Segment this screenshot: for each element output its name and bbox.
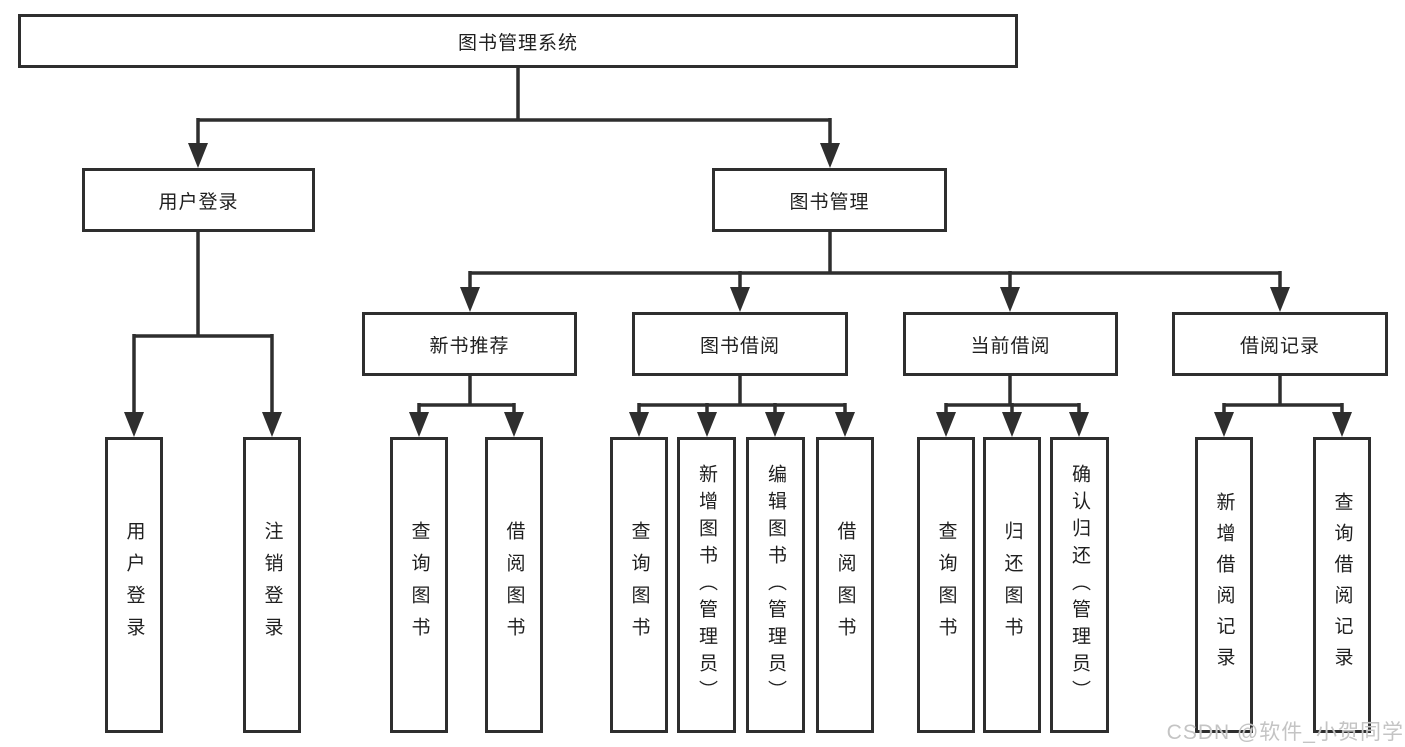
leaf-query-books-recommend: 查询图书 [390,437,448,733]
arrowhead-icon [188,143,208,168]
leaf-borrow-books-recommend-label: 借阅图书 [503,521,525,649]
leaf-add-borrow-record-label: 新增借阅记录 [1213,492,1235,678]
leaf-edit-books-admin-label: 编辑图书（管理员） [765,463,786,707]
node-user-login-label: 用户登录 [158,191,239,213]
node-root: 图书管理系统 [18,14,1018,68]
node-current-borrow-label: 当前借阅 [970,335,1051,357]
watermark: CSDN @软件_小贺同学 [1166,721,1404,744]
leaf-query-books-current: 查询图书 [917,437,975,733]
leaf-query-borrow-record: 查询借阅记录 [1313,437,1371,733]
arrowhead-icon [936,412,956,437]
arrowhead-icon [409,412,429,437]
node-book-borrow: 图书借阅 [632,312,848,376]
leaf-edit-books-admin: 编辑图书（管理员） [746,437,805,733]
leaf-logout: 注销登录 [243,437,301,733]
leaf-confirm-return-admin-label: 确认归还（管理员） [1069,463,1090,707]
node-borrow-records: 借阅记录 [1172,312,1388,376]
leaf-borrow-books-label: 借阅图书 [834,521,856,649]
arrowhead-icon [504,412,524,437]
node-borrow-records-label: 借阅记录 [1239,335,1320,357]
arrowhead-icon [629,412,649,437]
arrowhead-icon [124,412,144,437]
arrowhead-icon [765,412,785,437]
arrowhead-icon [460,287,480,312]
node-new-book-recommend: 新书推荐 [362,312,577,376]
leaf-return-books-label: 归还图书 [1001,521,1023,649]
node-book-management: 图书管理 [712,168,947,232]
arrowhead-icon [1069,412,1089,437]
leaf-borrow-books: 借阅图书 [816,437,874,733]
arrowhead-icon [835,412,855,437]
leaf-borrow-books-recommend: 借阅图书 [485,437,543,733]
node-new-book-recommend-label: 新书推荐 [429,335,510,357]
leaf-add-books-admin-label: 新增图书（管理员） [696,463,717,707]
leaf-query-books-borrow: 查询图书 [610,437,668,733]
leaf-return-books: 归还图书 [983,437,1041,733]
leaf-confirm-return-admin: 确认归还（管理员） [1050,437,1109,733]
arrowhead-icon [1270,287,1290,312]
node-root-label: 图书管理系统 [457,32,578,54]
arrowhead-icon [1332,412,1352,437]
arrowhead-icon [1000,287,1020,312]
leaf-query-borrow-record-label: 查询借阅记录 [1331,492,1353,678]
node-current-borrow: 当前借阅 [903,312,1118,376]
leaf-user-login-label: 用户登录 [123,521,145,649]
arrowheads [124,143,1352,437]
arrowhead-icon [1002,412,1022,437]
leaf-query-books-borrow-label: 查询图书 [628,521,650,649]
leaf-logout-label: 注销登录 [261,521,283,649]
node-book-management-label: 图书管理 [789,191,870,213]
arrowhead-icon [1214,412,1234,437]
arrowhead-icon [730,287,750,312]
leaf-user-login: 用户登录 [105,437,163,733]
node-user-login: 用户登录 [82,168,315,232]
node-book-borrow-label: 图书借阅 [699,335,780,357]
leaf-add-books-admin: 新增图书（管理员） [677,437,736,733]
leaf-query-books-recommend-label: 查询图书 [408,521,430,649]
arrowhead-icon [820,143,840,168]
leaf-add-borrow-record: 新增借阅记录 [1195,437,1253,733]
arrowhead-icon [262,412,282,437]
arrowhead-icon [697,412,717,437]
leaf-query-books-current-label: 查询图书 [935,521,957,649]
